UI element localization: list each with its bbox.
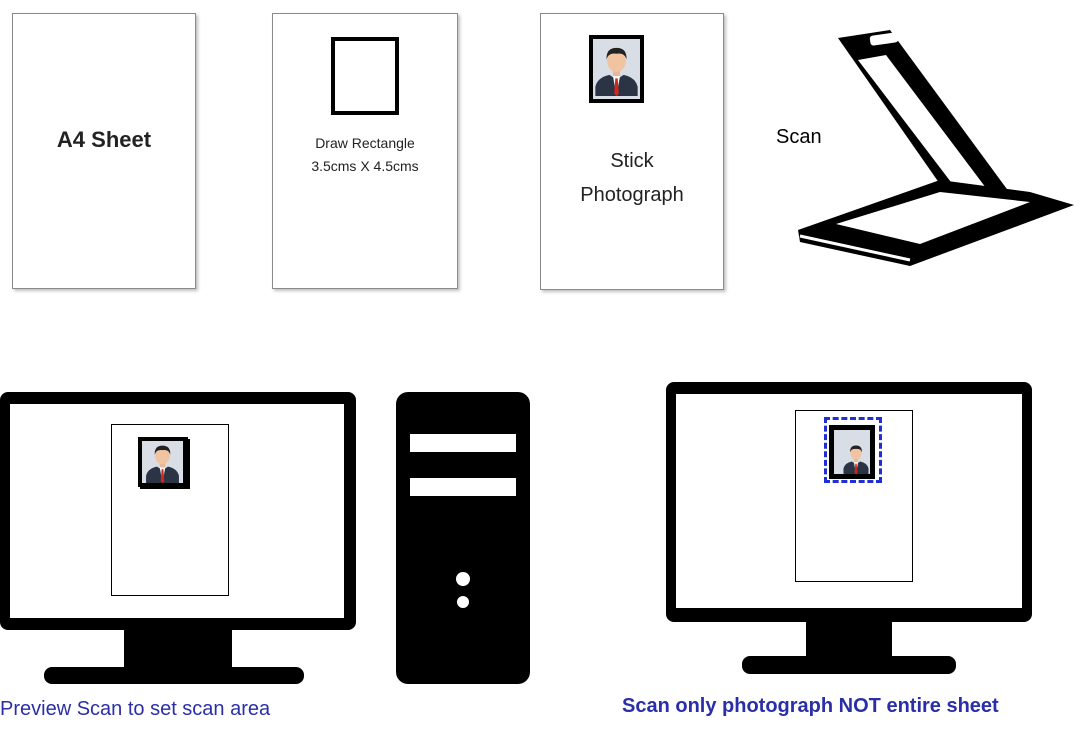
pc-tower-icon — [396, 392, 530, 684]
a4-sheet-label: A4 Sheet — [13, 127, 195, 153]
scan-only-photo-caption: Scan only photograph NOT entire sheet — [622, 695, 999, 718]
stick-photograph-sheet: Stick Photograph — [540, 13, 724, 290]
photo-frame — [589, 35, 644, 103]
stick-photograph-line1: Stick — [541, 150, 723, 173]
draw-rectangle-line1: Draw Rectangle — [273, 135, 457, 151]
scan-selection-icon — [824, 417, 882, 483]
a4-sheet: A4 Sheet — [12, 13, 196, 289]
preview-scan-caption: Preview Scan to set scan area — [0, 698, 270, 721]
drawn-rectangle — [331, 37, 399, 115]
scanner-icon — [790, 20, 1080, 275]
preview-photo-frame — [138, 437, 188, 487]
photo-icon — [142, 441, 183, 483]
draw-rectangle-line2: 3.5cms X 4.5cms — [273, 158, 457, 174]
stick-photograph-line2: Photograph — [541, 184, 723, 207]
draw-rectangle-sheet: Draw Rectangle 3.5cms X 4.5cms — [272, 13, 458, 289]
preview-sheet — [111, 424, 229, 596]
selected-sheet — [795, 410, 913, 582]
photo-icon — [593, 39, 640, 99]
